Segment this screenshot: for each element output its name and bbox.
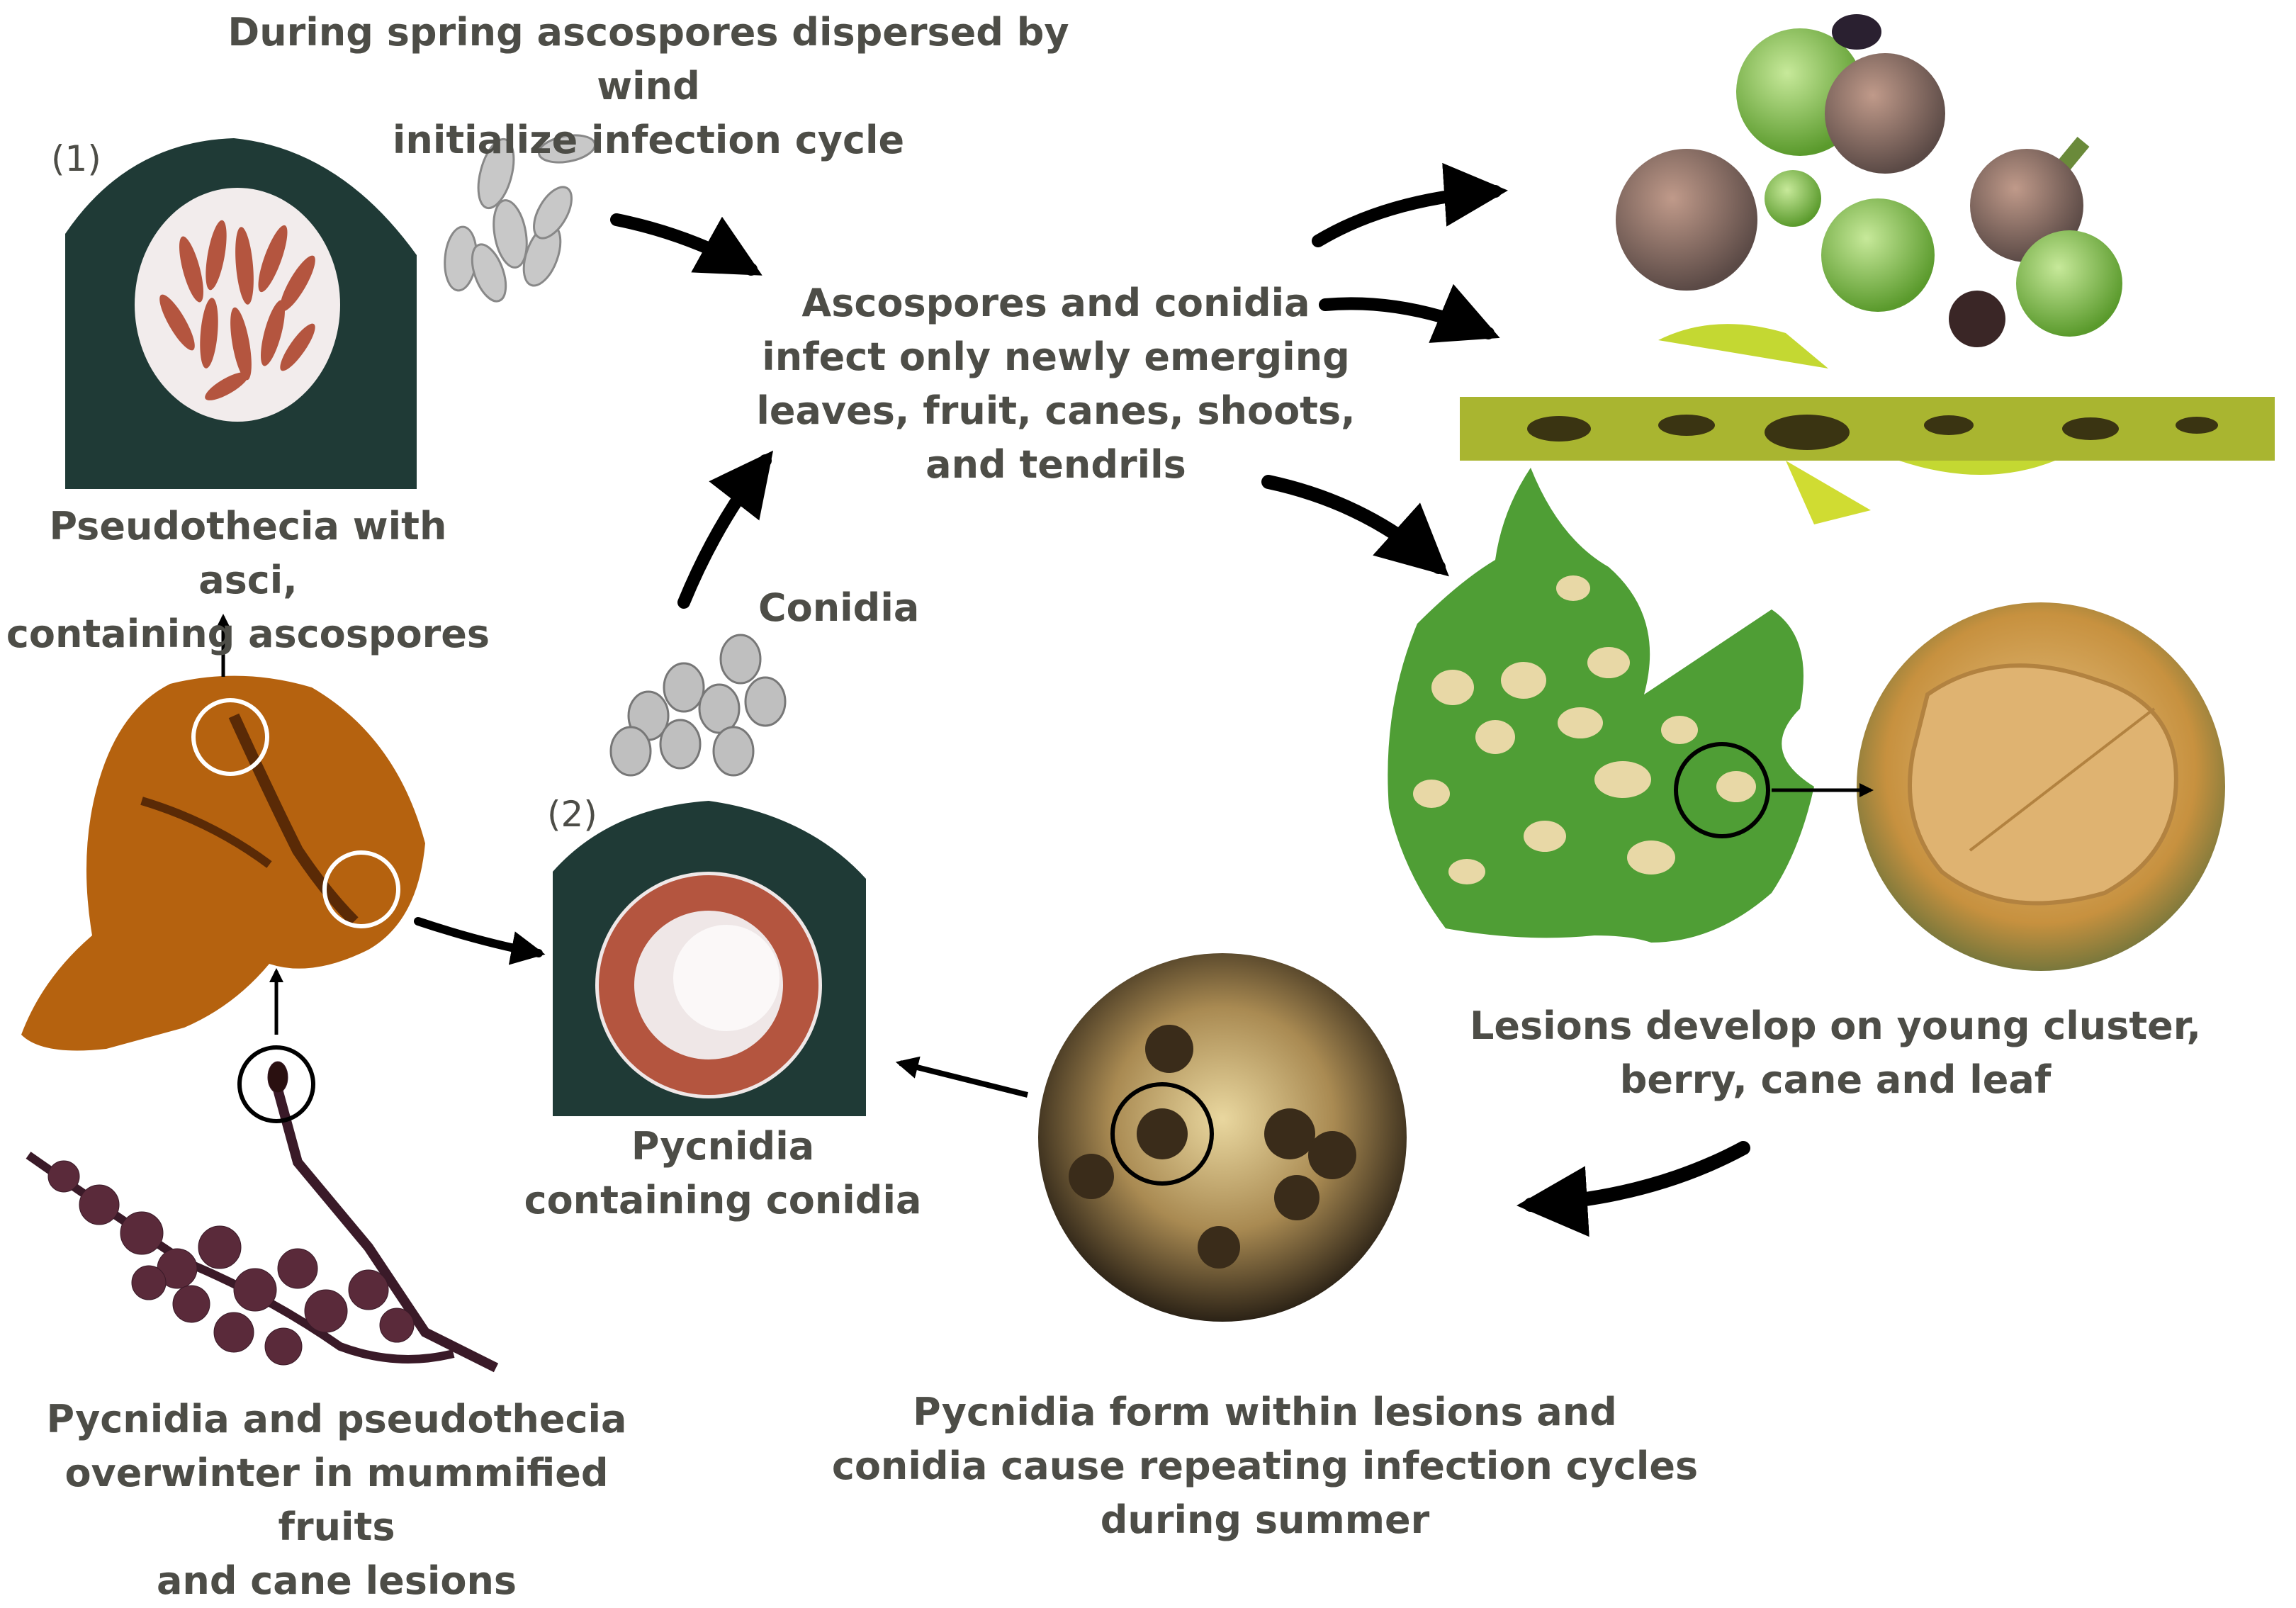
arrow-infection-to-leaf <box>1261 475 1449 577</box>
label-lesions-develop: Lesions develop on young cluster, berry,… <box>1469 1003 2202 1102</box>
arrow-lesions-to-microscope <box>1516 1141 1750 1237</box>
label-pycnidia-conidia: Pycnidia containing conidia <box>524 1124 922 1222</box>
marker-two: (2) <box>547 794 597 835</box>
lesion-closeup-image <box>1857 602 2225 971</box>
label-pycnidia-form: Pycnidia form within lesions and conidia… <box>831 1390 1699 1542</box>
label-spring-dispersal: During spring ascospores dispersed by wi… <box>227 10 1069 162</box>
label-overwinter: Pycnidia and pseudothecia overwinter in … <box>46 1397 627 1603</box>
ascospores-illustration <box>444 134 597 303</box>
label-infection: Ascospores and conidia infect only newly… <box>756 281 1356 487</box>
label-conidia: Conidia <box>758 585 920 630</box>
pycnidium-section-image <box>553 801 866 1116</box>
cycle-arrows <box>414 162 1750 1237</box>
arrow-infection-to-berries <box>1312 162 1508 247</box>
arrow-spores-to-infection <box>610 213 762 276</box>
conidia-illustration <box>609 634 787 777</box>
thin-arrows <box>216 614 1874 1098</box>
infected-berry-cluster-image <box>1616 14 2122 347</box>
arrow-infection-to-cane <box>1319 283 1500 343</box>
mummified-cluster-image <box>26 1045 499 1373</box>
microscope-pycnidia-image <box>1038 953 1407 1322</box>
pseudothecium-section-image <box>65 138 417 489</box>
arrow-fruitbody-to-pycnidium <box>414 917 546 965</box>
arrow-microscope-to-pycnidium <box>895 1056 1028 1098</box>
fruiting-body-image <box>21 675 425 1051</box>
marker-one: (1) <box>51 138 101 179</box>
arrow-conidia-to-infection <box>677 450 774 609</box>
disease-cycle-diagram <box>21 14 2275 1373</box>
infected-cane-image <box>1460 324 2275 524</box>
label-pseudothecia: Pseudothecia with asci, containing ascos… <box>6 504 490 656</box>
infected-leaf-image <box>1388 468 1814 943</box>
